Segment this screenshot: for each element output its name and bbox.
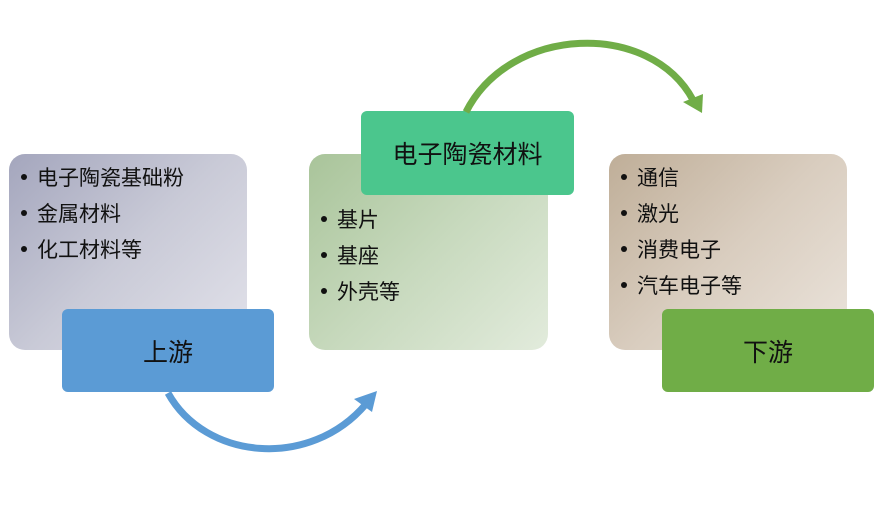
bullet-icon [21,246,27,252]
list-item: 消费电子 [621,232,837,268]
arrow-midstream-to-downstream [462,39,703,114]
list-item: 基座 [321,238,538,274]
bullet-icon [321,288,327,294]
downstream-label: 下游 [662,309,874,392]
arrow-upstream-to-midstream [164,391,377,453]
list-item: 化工材料等 [21,232,237,268]
downstream-item-list: 通信 激光 消费电子 汽车电子等 [621,160,837,304]
midstream-label: 电子陶瓷材料 [361,111,574,195]
bullet-icon [621,282,627,288]
list-item: 基片 [321,202,538,238]
bullet-icon [21,174,27,180]
list-item: 激光 [621,196,837,232]
midstream-card: 基片 基座 外壳等 [309,154,548,350]
midstream-item-list: 基片 基座 外壳等 [321,202,538,310]
bullet-icon [21,210,27,216]
list-item: 外壳等 [321,274,538,310]
list-item: 电子陶瓷基础粉 [21,160,237,196]
bullet-icon [621,174,627,180]
bullet-icon [321,216,327,222]
bullet-icon [321,252,327,258]
bullet-icon [621,246,627,252]
list-item: 金属材料 [21,196,237,232]
list-item: 汽车电子等 [621,268,837,304]
upstream-item-list: 电子陶瓷基础粉 金属材料 化工材料等 [21,160,237,268]
upstream-label: 上游 [62,309,274,392]
bullet-icon [621,210,627,216]
list-item: 通信 [621,160,837,196]
